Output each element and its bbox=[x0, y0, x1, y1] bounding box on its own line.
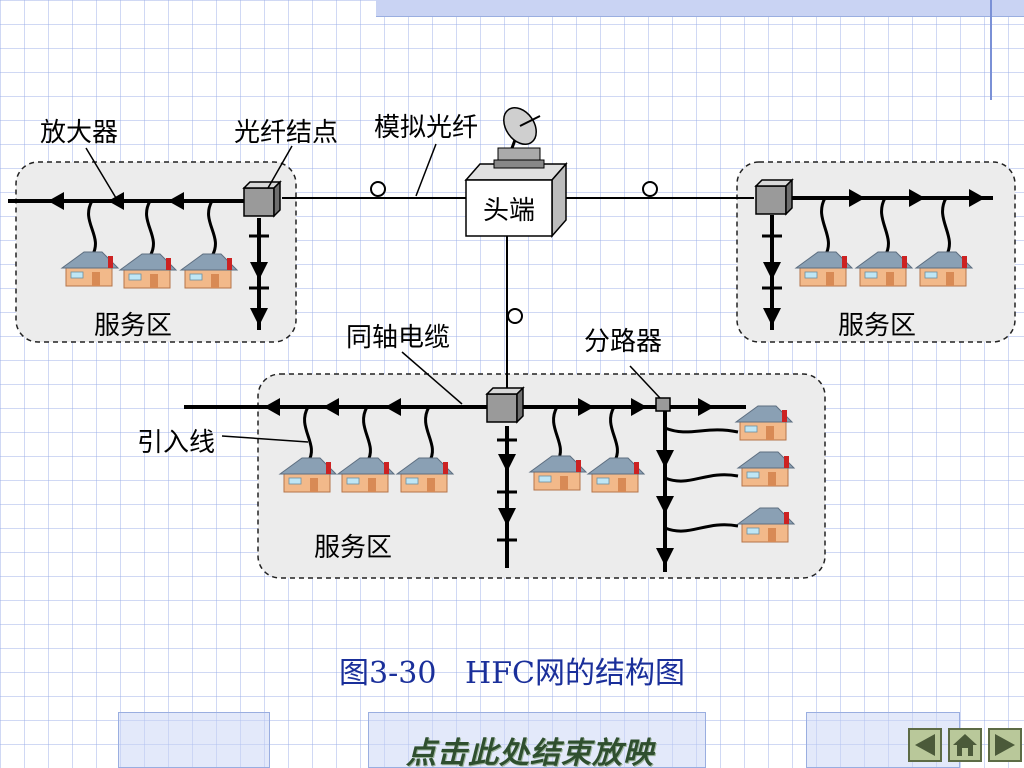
hfc-diagram: 放大器 光纤结点 模拟光纤 头端 服务区 服务区 同轴电缆 分路器 引入线 服务… bbox=[8, 107, 1016, 579]
label-fiber-node: 光纤结点 bbox=[234, 118, 338, 148]
home-button[interactable] bbox=[948, 728, 982, 762]
header-decoration bbox=[376, 0, 1024, 17]
fiber-node-right bbox=[755, 179, 793, 215]
service-area-right-panel bbox=[736, 161, 1016, 343]
figure-caption: 图3-30 HFC网的结构图 bbox=[339, 656, 685, 691]
footer-panel-left bbox=[118, 712, 270, 768]
service-area-left-panel bbox=[15, 161, 297, 343]
splitter-box bbox=[655, 397, 671, 412]
satellite-dish-icon bbox=[493, 107, 545, 169]
fiber-links bbox=[282, 181, 754, 390]
amplifier-arrows bbox=[48, 189, 985, 566]
next-slide-button[interactable] bbox=[988, 728, 1022, 762]
label-coax-cable: 同轴电缆 bbox=[346, 323, 450, 353]
prev-slide-button[interactable] bbox=[908, 728, 942, 762]
triangle-left-icon bbox=[915, 734, 935, 756]
header-accent-line bbox=[990, 0, 992, 100]
fiber-node-left bbox=[243, 181, 281, 217]
label-drop-line: 引入线 bbox=[137, 428, 215, 458]
leader-lines bbox=[85, 143, 661, 443]
fiber-node-bottom bbox=[486, 387, 524, 423]
label-splitter: 分路器 bbox=[584, 327, 662, 357]
branch-ticks bbox=[249, 234, 782, 542]
label-service-area-left: 服务区 bbox=[94, 311, 172, 341]
label-service-area-bottom: 服务区 bbox=[314, 533, 392, 563]
home-icon bbox=[953, 734, 977, 756]
label-amplifier: 放大器 bbox=[40, 118, 118, 148]
triangle-right-icon bbox=[995, 734, 1015, 756]
label-headend: 头端 bbox=[483, 196, 535, 226]
label-service-area-right: 服务区 bbox=[838, 311, 916, 341]
label-analog-fiber: 模拟光纤 bbox=[374, 113, 478, 143]
end-show-link[interactable]: 点击此处结束放映 bbox=[406, 736, 654, 768]
drop-lines bbox=[87, 197, 951, 533]
